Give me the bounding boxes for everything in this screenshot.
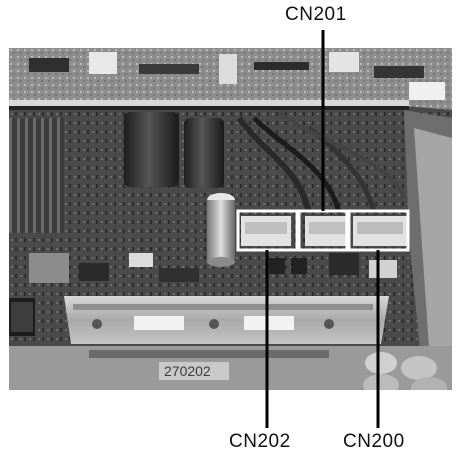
cn200-highlight-box bbox=[347, 209, 410, 252]
cn201-label: CN201 bbox=[285, 4, 347, 25]
cn202-highlight-box bbox=[236, 209, 299, 252]
cn200-label: CN200 bbox=[343, 431, 405, 452]
cn201-highlight-box bbox=[297, 209, 349, 252]
cn202-label: CN202 bbox=[229, 431, 291, 452]
board-print-code: 270202 bbox=[164, 363, 211, 379]
